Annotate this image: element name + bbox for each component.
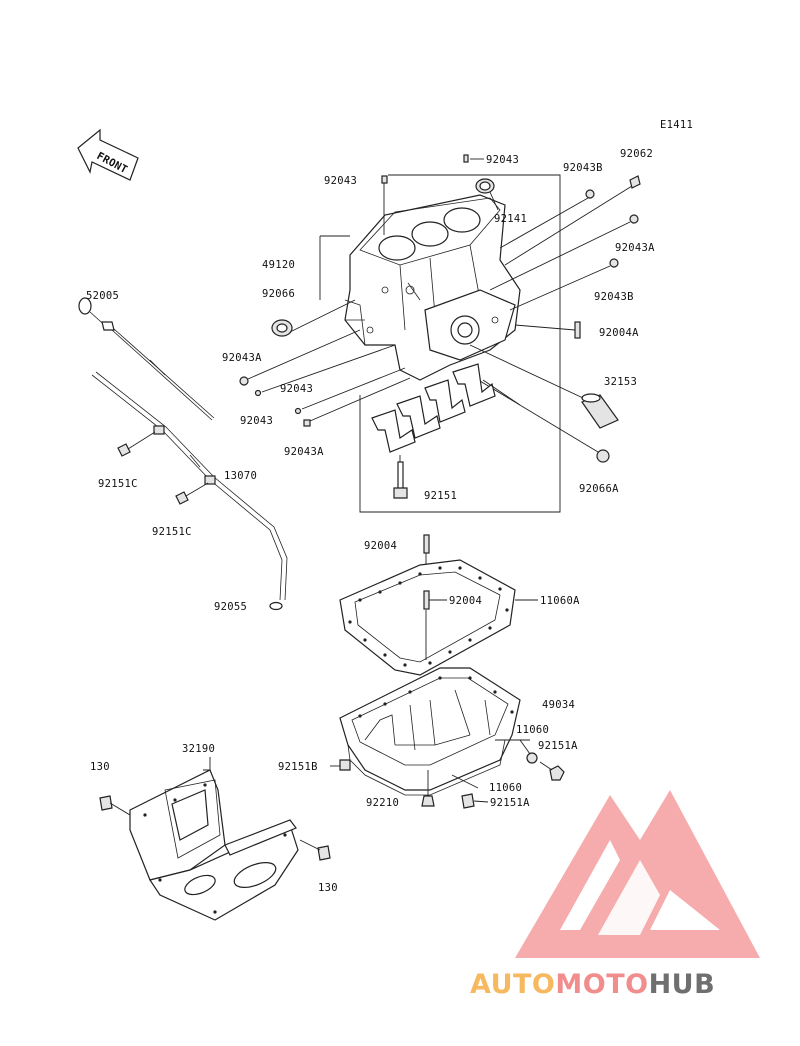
label-92151: 92151 bbox=[424, 490, 457, 502]
label-92210: 92210 bbox=[366, 797, 399, 809]
stud-92004-mid bbox=[423, 590, 447, 660]
automotohub-logo bbox=[515, 790, 760, 958]
label-92004-mid: 92004 bbox=[449, 595, 482, 607]
stud-92004A bbox=[514, 321, 581, 339]
label-92141: 92141 bbox=[494, 213, 527, 225]
label-52005: 52005 bbox=[86, 290, 119, 302]
front-arrow-icon: FRONT bbox=[77, 128, 139, 181]
tube-32153 bbox=[469, 344, 619, 429]
label-11060A: 11060A bbox=[540, 595, 580, 607]
plug-92043A-bottom bbox=[303, 377, 411, 427]
label-11060-1: 11060 bbox=[516, 724, 549, 736]
plug-92210 bbox=[421, 770, 435, 807]
diagram-code: E1411 bbox=[660, 119, 693, 131]
bolt-92151C-2 bbox=[175, 482, 209, 505]
label-49120: 49120 bbox=[262, 259, 295, 271]
label-92151A-1: 92151A bbox=[538, 740, 578, 752]
label-11060-2: 11060 bbox=[489, 782, 522, 794]
label-92004A: 92004A bbox=[599, 327, 639, 339]
label-130-1: 130 bbox=[90, 761, 110, 773]
label-92004-top: 92004 bbox=[364, 540, 397, 552]
oil-pan-49034 bbox=[339, 667, 530, 796]
oring-92055 bbox=[269, 601, 283, 611]
wordmark-moto: MOTO bbox=[555, 969, 648, 1000]
label-32153: 32153 bbox=[604, 376, 637, 388]
label-92043B-top: 92043B bbox=[563, 162, 603, 174]
dipstick-52005 bbox=[78, 297, 215, 421]
plug-92043-mid2 bbox=[294, 367, 406, 415]
label-13070: 13070 bbox=[224, 470, 257, 482]
callout-labels: 92043 92043 92043B 92062 92141 49120 920… bbox=[86, 148, 655, 894]
bolt-130-2 bbox=[299, 839, 331, 861]
automotohub-wordmark: AUTOMOTOHUB bbox=[470, 969, 715, 1000]
label-32190: 32190 bbox=[182, 743, 215, 755]
bolt-130-1 bbox=[99, 795, 131, 816]
label-92055: 92055 bbox=[214, 601, 247, 613]
bolt-92151C-1 bbox=[117, 431, 156, 457]
bolt-92062 bbox=[504, 175, 641, 266]
gasket-11060-1 bbox=[519, 739, 538, 764]
bearing-caps bbox=[371, 363, 521, 453]
dipstick-guide-13070 bbox=[91, 371, 288, 601]
plug-92043-left bbox=[381, 175, 388, 235]
label-92151A-2: 92151A bbox=[490, 797, 530, 809]
label-92151B: 92151B bbox=[278, 761, 318, 773]
label-92151C-2: 92151C bbox=[152, 526, 192, 538]
label-130-2: 130 bbox=[318, 882, 338, 894]
bolt-92151 bbox=[393, 455, 408, 499]
plug-92043-top bbox=[463, 154, 484, 163]
block-group-frame bbox=[319, 174, 561, 513]
label-92066A: 92066A bbox=[579, 483, 619, 495]
label-92151C-1: 92151C bbox=[98, 478, 138, 490]
label-92043A-bottom: 92043A bbox=[284, 446, 324, 458]
plug-92151A-1 bbox=[539, 761, 565, 781]
seal-92141 bbox=[475, 178, 499, 211]
label-92043B-right: 92043B bbox=[594, 291, 634, 303]
gasket-11060-2 bbox=[451, 774, 479, 789]
label-92043A-left: 92043A bbox=[222, 352, 262, 364]
plug-92043A-left bbox=[239, 329, 361, 386]
label-92043-top: 92043 bbox=[486, 154, 519, 166]
svg-text:AUTOMOTOHUB: AUTOMOTOHUB bbox=[470, 969, 715, 1000]
wordmark-hub: HUB bbox=[649, 969, 716, 1000]
plug-92043B-right bbox=[509, 258, 619, 311]
label-92066: 92066 bbox=[262, 288, 295, 300]
wordmark-auto: AUTO bbox=[470, 969, 555, 1000]
cylinder-block bbox=[344, 194, 521, 381]
gasket-11060A bbox=[339, 559, 538, 676]
seal-92066 bbox=[271, 299, 356, 337]
plug-92043A-right bbox=[489, 214, 639, 291]
plug-92043-mid1 bbox=[254, 344, 396, 397]
bolt-92151B bbox=[330, 759, 351, 771]
label-49034: 49034 bbox=[542, 699, 575, 711]
label-92062: 92062 bbox=[620, 148, 653, 160]
label-92043-mid2: 92043 bbox=[240, 415, 273, 427]
label-92043-left: 92043 bbox=[324, 175, 357, 187]
skid-plate-32190 bbox=[129, 757, 299, 921]
label-92043A-right: 92043A bbox=[615, 242, 655, 254]
label-92043-mid1: 92043 bbox=[280, 383, 313, 395]
plug-92043B-top bbox=[499, 189, 595, 249]
plug-92151A-2 bbox=[461, 793, 489, 809]
